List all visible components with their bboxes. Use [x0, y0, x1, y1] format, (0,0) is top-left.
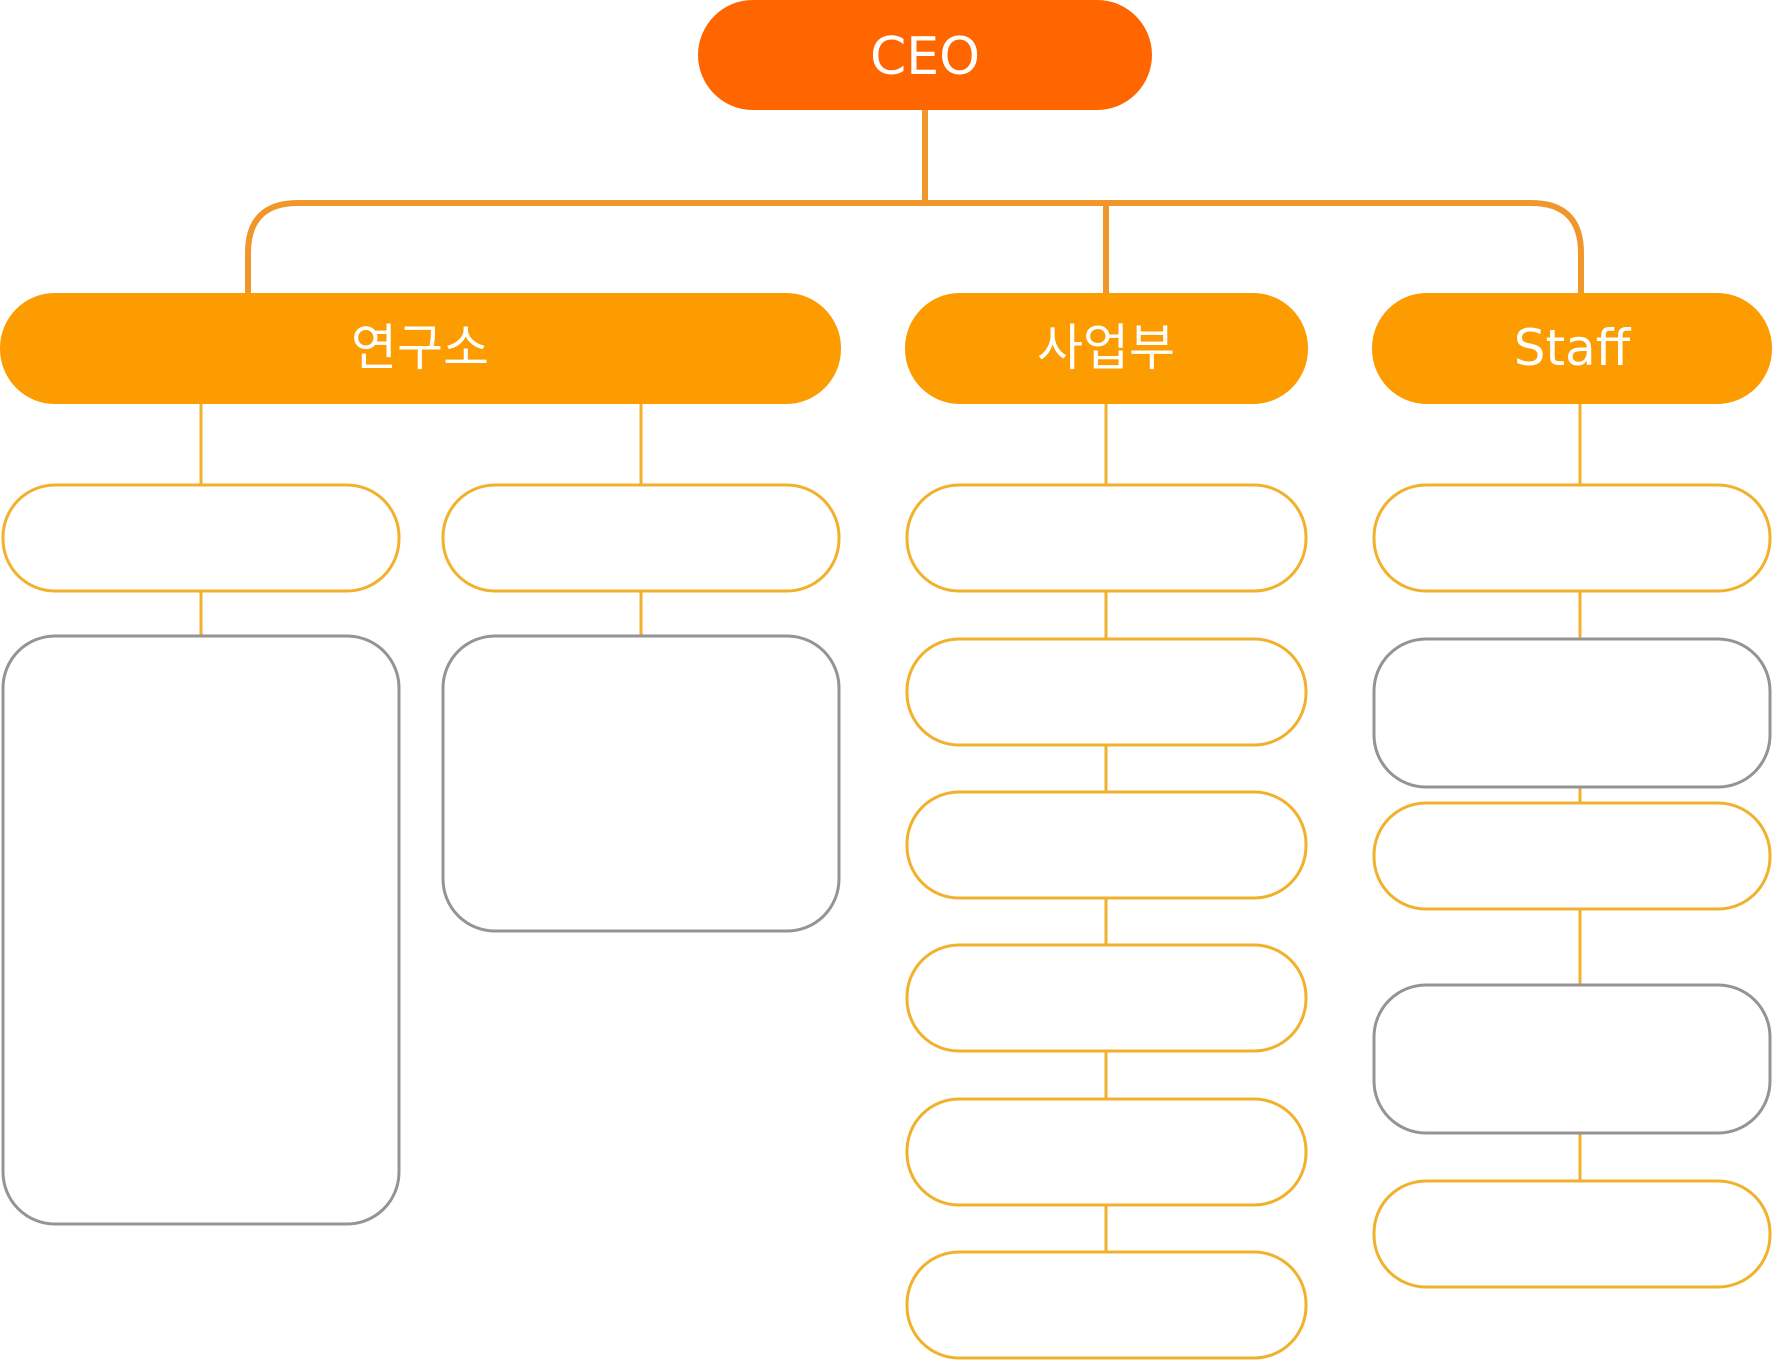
subunit-group-box[interactable] [1, 634, 401, 1226]
department-bus-line [245, 200, 1584, 293]
subunit-outline [905, 943, 1308, 1053]
ceo-box [698, 0, 1152, 110]
department-label: 연구소 [351, 319, 489, 377]
department-label: Staff [1514, 319, 1632, 377]
subunit-outline [1, 483, 401, 593]
subunit-group-outline [441, 634, 841, 933]
subunit-outline [1372, 483, 1772, 593]
subunit-box[interactable] [1372, 1179, 1772, 1289]
department-box [1372, 293, 1772, 404]
subunit-box[interactable] [905, 790, 1308, 900]
department-box [905, 293, 1308, 404]
subunit-box[interactable] [905, 943, 1308, 1053]
department-node-business-division[interactable]: 사업부 [905, 293, 1308, 404]
subunit-box[interactable] [905, 483, 1308, 593]
subunit-group-box[interactable] [1372, 637, 1772, 789]
subunit-group-box[interactable] [1372, 983, 1772, 1135]
subunit-box[interactable] [905, 1097, 1308, 1207]
subunit-box[interactable] [1372, 483, 1772, 593]
subunit-group-outline [1, 634, 401, 1226]
subunit-outline [1372, 1179, 1772, 1289]
subunit-box[interactable] [905, 1250, 1308, 1360]
subunit-box[interactable] [905, 637, 1308, 747]
subunit-boxes [1, 483, 1772, 1360]
subunit-box[interactable] [1372, 801, 1772, 911]
subunit-outline [441, 483, 841, 593]
subunit-box[interactable] [1, 483, 401, 593]
subunit-outline [905, 1250, 1308, 1360]
ceo-node[interactable]: CEO [698, 0, 1152, 110]
department-box [0, 293, 841, 404]
subunit-box[interactable] [441, 483, 841, 593]
department-node-staff[interactable]: Staff [1372, 293, 1772, 404]
subunit-outline [1372, 801, 1772, 911]
subunit-outline [905, 637, 1308, 747]
subunit-outline [905, 790, 1308, 900]
subunit-group-box[interactable] [441, 634, 841, 933]
connector-lines [199, 110, 1584, 1252]
subunit-outline [905, 483, 1308, 593]
ceo-label: CEO [870, 27, 980, 87]
subunit-outline [905, 1097, 1308, 1207]
department-node-research-lab[interactable]: 연구소 [0, 293, 841, 404]
subunit-group-outline [1372, 637, 1772, 789]
subunit-group-outline [1372, 983, 1772, 1135]
department-label: 사업부 [1037, 319, 1175, 377]
